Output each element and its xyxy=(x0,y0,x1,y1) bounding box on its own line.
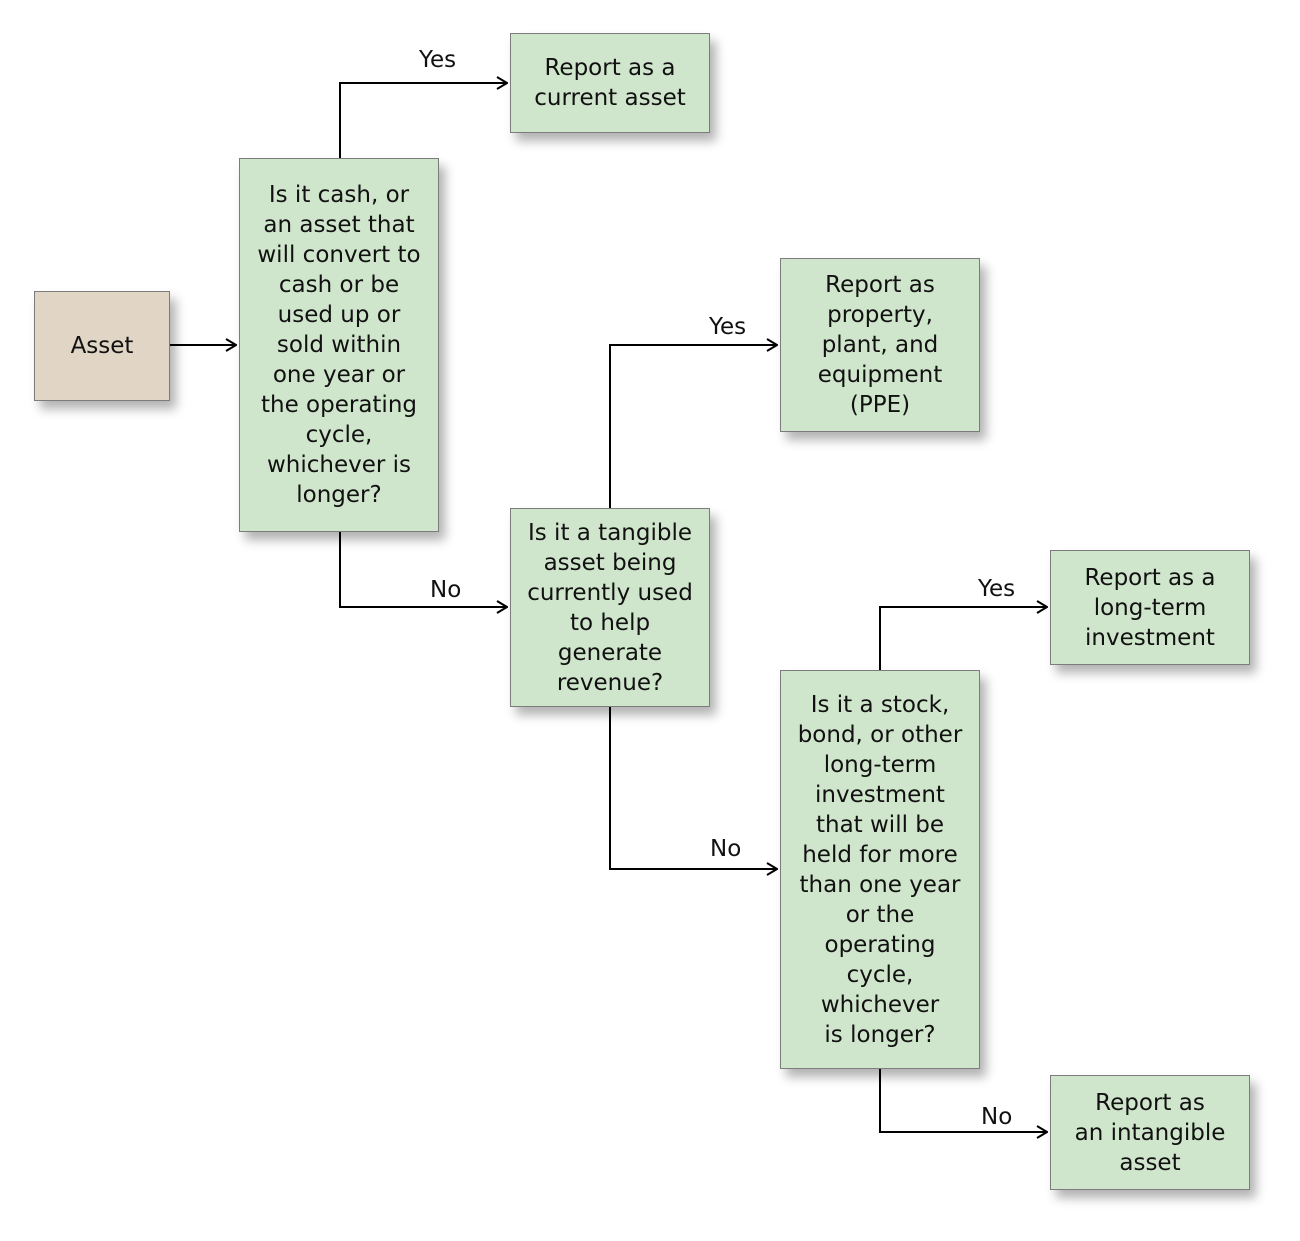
node-asset-text: Asset xyxy=(70,333,134,359)
node-current-question-text: Is it cash, or an asset that will conver… xyxy=(257,182,421,508)
node-current-asset: Report as a current asset xyxy=(510,33,710,133)
node-investment-question-text: Is it a stock, bond, or other long-term … xyxy=(797,691,963,1048)
edge-yes-current-asset xyxy=(339,83,507,158)
node-asset: Asset xyxy=(34,291,170,401)
edge-label-yes-current: Yes xyxy=(419,47,457,73)
node-current-asset-text: Report as a current asset xyxy=(534,55,686,111)
edge-no-tangible-question xyxy=(339,532,507,607)
node-ppe-text: Report as property, plant, and equipment… xyxy=(817,272,943,418)
node-investment-question: Is it a stock, bond, or other long-term … xyxy=(780,670,980,1069)
edge-no-investment-question xyxy=(609,707,777,869)
node-long-term-investment: Report as a long-term investment xyxy=(1050,550,1250,665)
edge-label-no-ppe: No xyxy=(710,836,742,862)
node-tangible-question: Is it a tangible asset being currently u… xyxy=(510,508,710,707)
node-ppe: Report as property, plant, and equipment… xyxy=(780,258,980,432)
edge-label-yes-ppe: Yes xyxy=(709,314,747,340)
edge-no-intangible-asset xyxy=(879,1069,1047,1132)
node-intangible-asset-text: Report as an intangible asset xyxy=(1074,1089,1226,1176)
node-long-term-investment-text: Report as a long-term investment xyxy=(1084,564,1216,651)
node-tangible-question-text: Is it a tangible asset being currently u… xyxy=(527,519,693,696)
node-intangible-asset: Report as an intangible asset xyxy=(1050,1075,1250,1190)
edge-label-no-investment: No xyxy=(981,1104,1013,1130)
node-current-question: Is it cash, or an asset that will conver… xyxy=(239,158,439,532)
edge-yes-long-term-investment xyxy=(879,607,1047,670)
edge-label-no-current: No xyxy=(430,577,462,603)
edge-label-yes-investment: Yes xyxy=(978,576,1016,602)
edge-yes-ppe xyxy=(609,345,777,508)
